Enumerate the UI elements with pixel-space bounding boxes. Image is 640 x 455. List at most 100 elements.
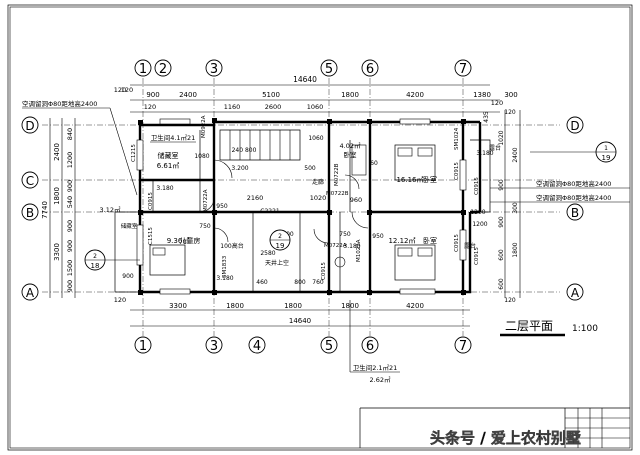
code-sm1833: SM1833 [222, 255, 228, 278]
ac-note-right-2: 空调留洞Φ80距地高2400 [536, 193, 611, 202]
axis-bottom-7: 7 [459, 339, 467, 354]
top-seg-6: 300 [504, 91, 517, 99]
furniture [149, 144, 436, 281]
axis-top-5: 5 [325, 62, 333, 77]
level-3200: 3.200 [231, 165, 248, 172]
top-seg-0: 900 [146, 91, 159, 99]
axis-top-3: 3 [210, 62, 218, 77]
top-seg-4: 4200 [406, 91, 424, 99]
dim-2160: 2160 [247, 194, 264, 202]
dim-800: 800 [294, 279, 306, 286]
code-c1215: C1215 [131, 144, 137, 162]
axis-right-D: D [570, 119, 579, 133]
bottom-seg-4: 4200 [406, 302, 424, 310]
top-inner-2: 1060 [307, 103, 324, 111]
room-small-area: 4.02㎡ [340, 141, 361, 150]
sheet-border [7, 4, 633, 451]
axis-bottom-5: 5 [325, 339, 333, 354]
dim-1200-b: 1200 [472, 221, 487, 228]
door-swings [199, 159, 369, 244]
right-dim-2: 900 [498, 179, 505, 191]
toilet-bottom-label: 卫生间2.1㎡21 [353, 363, 398, 372]
axis-right-A: A [571, 286, 580, 300]
room-kids-name: 儿童房 [180, 236, 201, 245]
left-outer-0: 2400 [53, 143, 61, 161]
axis-left-C: C [26, 174, 34, 188]
bottom-seg-1: 1800 [226, 302, 244, 310]
axis-bottom-1: 1 [139, 339, 147, 354]
room-courtyard-name: 天井上空 [265, 259, 289, 267]
ac-notes: 空调留洞Φ80距地高2400 空调留洞Φ80距地高2400 空调留洞Φ80距地高… [22, 99, 630, 203]
axis-top-1: 1 [139, 62, 147, 77]
ref2-sheet: 18 [91, 262, 100, 270]
watermark-text: 头条号 / 爱上农村别墅 [430, 429, 581, 447]
columns [138, 118, 466, 295]
room-bed2-name: 卧室 [423, 236, 437, 245]
axis-bubbles-bottom: 1 3 4 5 6 7 [134, 336, 472, 354]
code-c1515: C1515 [148, 227, 154, 245]
left-inner-3: 540 [66, 196, 74, 208]
ref3-sheet: 19 [276, 242, 285, 250]
right-dimensions: 435 1020 900 2400 1200 900 600 1800 300 … [470, 109, 521, 304]
left-inner-8: 120 [114, 86, 126, 94]
bottom-total-dim: 14640 [289, 317, 311, 325]
code-m0722a-1: M0722A [324, 243, 347, 249]
code-m0722b-2: M0722B [326, 191, 349, 197]
dim-2580: 2580 [260, 250, 275, 257]
windows [136, 118, 467, 295]
left-outer-2: 3300 [53, 243, 61, 261]
right-dim-5: 900 [498, 216, 505, 228]
right-dim-0: 435 [483, 111, 490, 123]
plan-title: 二层平面 1:100 [500, 319, 598, 337]
room-master-area: 16.16㎡ [396, 176, 423, 184]
left-inner-1: 1200 [66, 152, 74, 169]
left-inner-0: 840 [66, 128, 74, 140]
right-dim-8: 300 [512, 202, 519, 214]
top-edge-1: 120 [491, 99, 503, 107]
right-dim-7: 1800 [512, 242, 519, 257]
ref2-num: 2 [93, 253, 97, 260]
code-c0915-1: C0915 [454, 162, 460, 180]
dim-950-a: 950 [216, 203, 228, 210]
axis-left-A: A [26, 286, 35, 300]
right-dim-1: 1020 [498, 130, 505, 145]
title-block [359, 407, 630, 448]
code-m0722a-2: M0722A [203, 189, 209, 212]
axis-left-D: D [25, 119, 34, 133]
axis-bottom-4: 4 [253, 339, 261, 354]
ref3-num: 2 [278, 233, 282, 240]
code-m0722b-1: M0722B [334, 163, 340, 186]
dim-960: 960 [350, 196, 362, 204]
dim-950-b: 950 [372, 233, 384, 240]
level-3180-b: 3.180 [476, 150, 493, 157]
axis-right-B: B [571, 206, 579, 220]
top-inner-1: 2600 [265, 103, 282, 111]
left-inner-7: 900 [66, 280, 74, 292]
storage-side-label: 储藏室 [121, 222, 138, 230]
level-3180-c: 3.180 [216, 275, 233, 282]
right-dim-6: 600 [498, 278, 505, 290]
top-seg-5: 1380 [473, 91, 491, 99]
room-master-name: 卧室 [423, 175, 437, 184]
top-seg-3: 1800 [341, 91, 359, 99]
dim-750-b: 750 [339, 231, 351, 238]
right-dim-11: 120 [504, 297, 516, 304]
bottom-seg-2: 1800 [284, 302, 302, 310]
left-outer-1: 1800 [53, 187, 61, 205]
right-dim-10: 120 [504, 109, 516, 116]
room-terrace-1: 露台 [489, 144, 501, 152]
dim-240-800: 240 800 [232, 147, 257, 154]
axis-top-6: 6 [366, 62, 374, 77]
detail-refs: 1 19 2 18 2 19 [84, 141, 617, 271]
top-edge-0: 120 [121, 86, 133, 94]
room-small-name: 卧室 [344, 150, 358, 159]
toilet-top-label: 卫生间4.1㎡21 [151, 133, 196, 142]
left-inner-6: 1500 [66, 260, 74, 277]
axis-bubbles-sides: D C B A D B A [21, 116, 584, 301]
room-storage-area: 6.61㎡ [157, 162, 180, 170]
left-inner-5: 900 [66, 240, 74, 252]
top-inner-3: 120 [144, 103, 156, 111]
balcony-level: 100高台 [220, 242, 243, 250]
dim-750-a: 750 [199, 223, 211, 230]
